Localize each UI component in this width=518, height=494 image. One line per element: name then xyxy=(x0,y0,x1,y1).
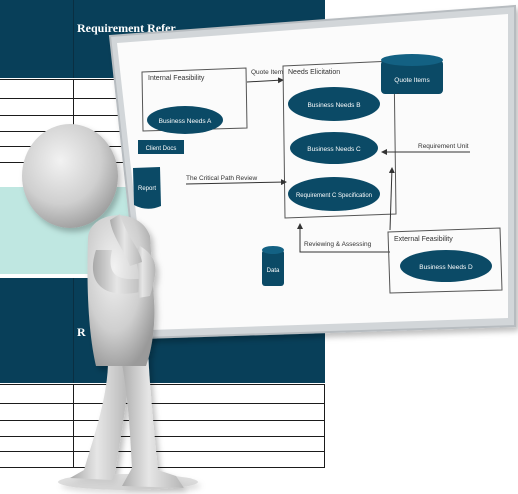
diagram-document xyxy=(133,167,161,209)
table-header-label-bottom: R xyxy=(77,325,86,339)
table-divider xyxy=(73,79,74,163)
diagram-node-oval xyxy=(400,250,492,282)
table-header-label-top: Requirement Refer xyxy=(77,21,176,35)
diagram-database xyxy=(381,54,443,94)
diagram-node-label: Business Needs B xyxy=(307,102,360,109)
table-row-line xyxy=(0,451,325,452)
diagram-connector xyxy=(388,167,395,231)
diagram-node-box xyxy=(138,140,184,154)
diagram-node-oval xyxy=(290,132,378,164)
diagram-group-box xyxy=(387,227,503,294)
diagram-node-label: Business Needs D xyxy=(419,264,473,271)
diagram-group-box xyxy=(282,60,397,219)
diagram-label: Needs Elicitation xyxy=(288,69,340,76)
diagram-group-box xyxy=(141,67,248,132)
diagram-node-label: Requirement C Specification xyxy=(296,193,372,199)
thinking-figure xyxy=(22,124,198,490)
diagram-connector xyxy=(185,179,287,186)
diagram-node-label: Business Needs A xyxy=(159,118,212,125)
diagram-database xyxy=(262,246,284,286)
table-divider xyxy=(324,384,325,468)
diagram-label: Reviewing & Assessing xyxy=(304,241,372,248)
diagram-node-label: Business Needs C xyxy=(307,146,361,153)
table-row-line xyxy=(0,420,325,421)
diagram-node-label: Quote Items xyxy=(394,77,430,84)
table-row-line xyxy=(0,403,325,404)
diagram-node-oval xyxy=(147,106,223,134)
table-row-line xyxy=(0,384,325,385)
table-divider xyxy=(73,0,74,78)
diagram-label: Requirement Unit xyxy=(418,143,469,150)
table-divider xyxy=(73,278,74,383)
diagram-node-label: Report xyxy=(138,186,156,192)
table-row-line xyxy=(0,436,325,437)
diagram-node-label: Data xyxy=(267,268,280,274)
diagram-node-label: Client Docs xyxy=(146,146,177,152)
diagram-node-oval xyxy=(288,177,380,211)
table-divider xyxy=(73,384,74,468)
diagram-connector xyxy=(246,77,284,84)
diagram-node-oval xyxy=(288,87,380,121)
diagram-connector xyxy=(297,223,390,253)
diagram-label: Internal Feasibility xyxy=(148,75,205,82)
diagram-label: External Feasibility xyxy=(394,236,453,243)
table-row-line xyxy=(0,467,325,468)
diagram-label: The Critical Path Review xyxy=(186,175,257,182)
diagram-label: Quote Item xyxy=(251,69,283,76)
whiteboard-frame xyxy=(108,4,516,340)
